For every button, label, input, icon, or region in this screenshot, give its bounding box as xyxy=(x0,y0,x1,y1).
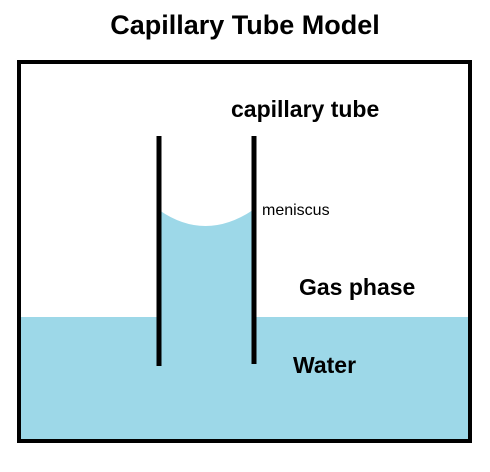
container-outline xyxy=(17,60,472,443)
water-region xyxy=(19,317,470,441)
tube-water-column xyxy=(159,210,253,318)
water-label: Water xyxy=(293,352,357,378)
diagram-title: Capillary Tube Model xyxy=(110,10,380,40)
meniscus-label: meniscus xyxy=(262,202,330,219)
capillary-tube-label: capillary tube xyxy=(231,96,380,122)
gas-phase-label: Gas phase xyxy=(299,274,416,300)
